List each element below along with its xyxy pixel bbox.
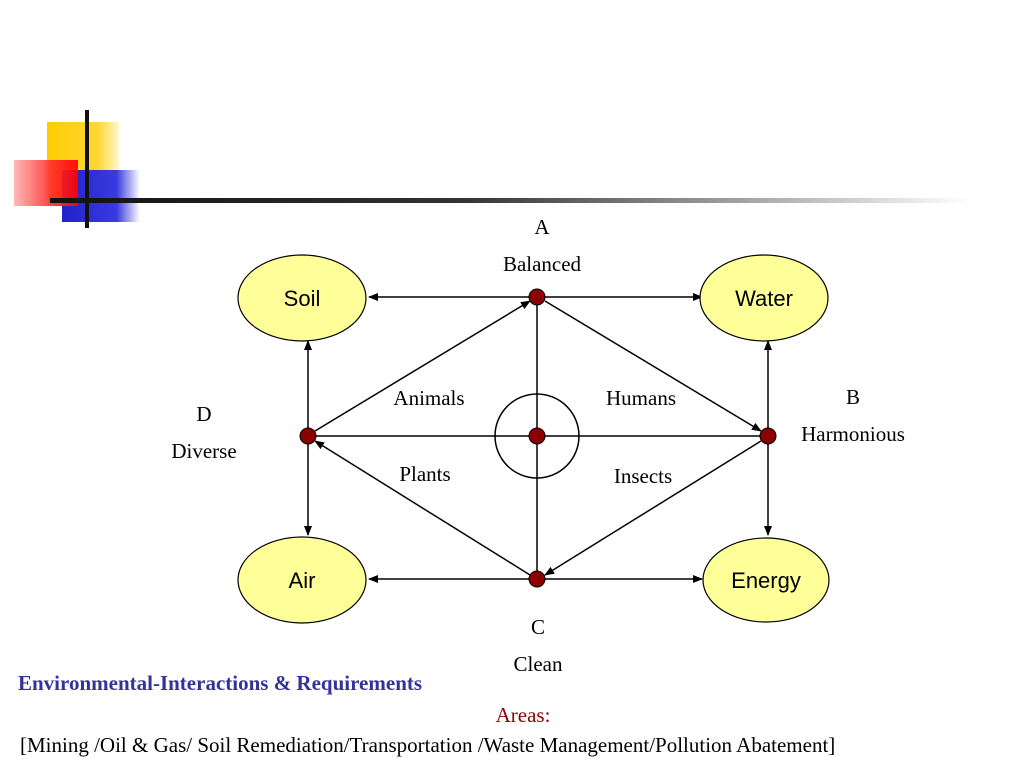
line-d-to-a [314,300,531,432]
corner-d-word: Diverse [171,439,236,463]
footer-areas-list: [Mining /Oil & Gas/ Soil Remediation/Tra… [20,733,836,757]
quadrant-plants-label: Plants [399,462,450,486]
diagram-dots [299,288,777,588]
node-soil-shape [237,254,367,342]
node-water: Water [699,254,829,342]
line-c-to-d [314,440,531,576]
dot-c [528,570,546,588]
quadrant-insects-label: Insects [614,464,672,488]
node-air-shape [237,536,367,624]
node-soil: Soil [237,254,367,342]
quadrant-humans-label: Humans [606,386,676,410]
dot-a [528,288,546,306]
logo-vertical-bar [85,110,89,228]
node-energy-label: Energy [731,568,801,593]
header-horizontal-rule [50,198,970,203]
quadrant-animals-label: Animals [393,386,464,410]
node-water-label: Water [735,286,793,311]
footer-title: Environmental-Interactions & Requirement… [18,671,423,695]
node-air-label: Air [289,568,316,593]
node-air: Air [237,536,367,624]
center-ring [494,393,580,479]
node-energy-shape [702,537,830,623]
corner-a-word: Balanced [503,252,582,276]
node-soil-label: Soil [284,286,321,311]
corner-c-letter: C [531,615,545,639]
line-b-to-c [544,440,762,576]
decorative-logo [14,110,970,228]
node-water-shape [699,254,829,342]
dot-center [528,427,546,445]
line-a-to-b [544,300,762,432]
corner-d-letter: D [196,402,211,426]
diagram-connectors [304,293,772,583]
node-energy: Energy [702,537,830,623]
dot-d [299,427,317,445]
corner-b-letter: B [846,385,860,409]
corner-c-word: Clean [514,652,563,676]
footer-areas-label: Areas: [495,703,551,727]
corner-b-word: Harmonious [801,422,905,446]
dot-b [759,427,777,445]
corner-a-letter: A [534,215,550,239]
